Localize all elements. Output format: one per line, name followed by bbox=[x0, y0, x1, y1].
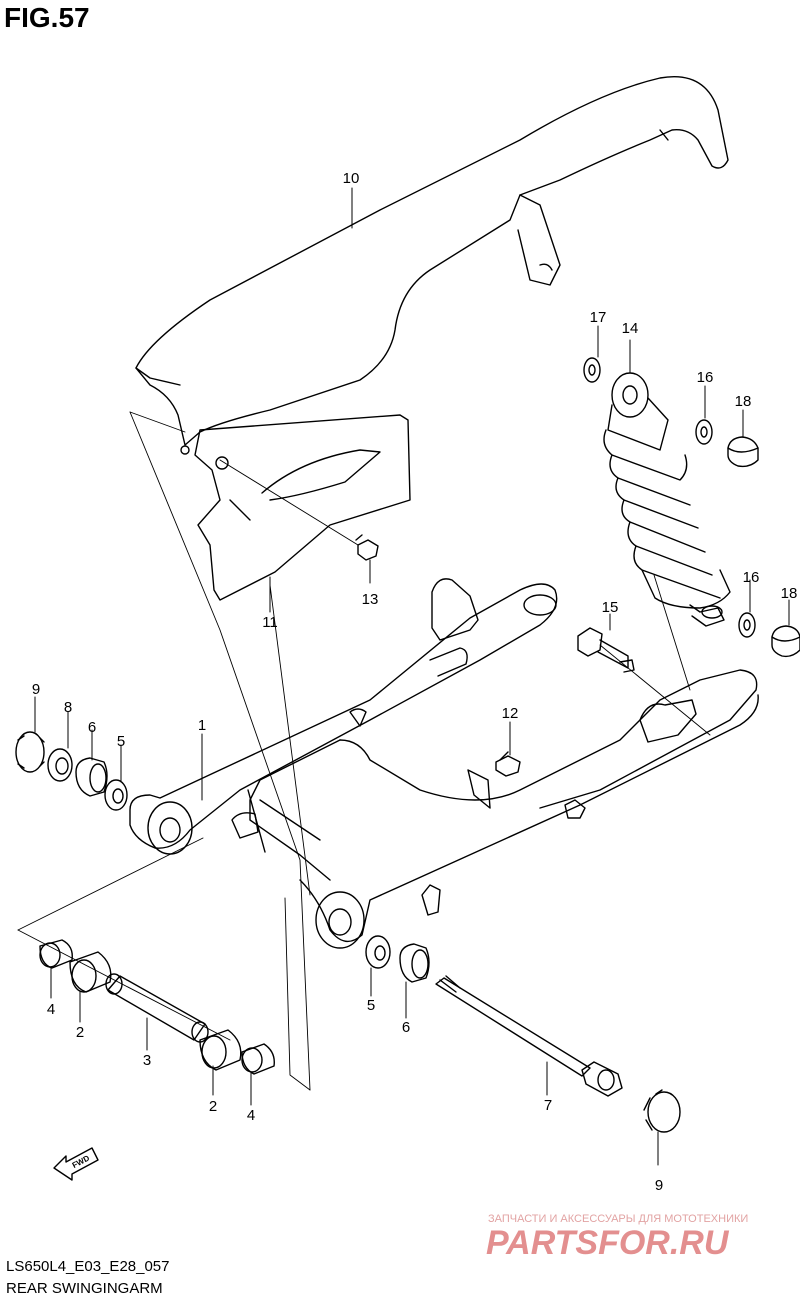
part-14-shock-absorber bbox=[603, 372, 731, 627]
part-4-spacer-left bbox=[39, 939, 73, 969]
callout-2-right: 2 bbox=[209, 1098, 217, 1115]
callout-5-left: 5 bbox=[117, 733, 125, 750]
part-10-chain-case bbox=[135, 76, 729, 446]
callout-9-left: 9 bbox=[32, 681, 40, 698]
callout-7: 7 bbox=[544, 1097, 552, 1114]
fwd-arrow-icon: FWD bbox=[53, 1147, 99, 1181]
part-9-cap-left bbox=[15, 731, 45, 773]
callout-14: 14 bbox=[622, 320, 639, 337]
part-18-cap-nut-upper bbox=[727, 436, 759, 468]
part-2-bearing-left bbox=[69, 951, 112, 993]
part-16-washer-lower bbox=[738, 612, 756, 638]
part-12-bolt bbox=[495, 751, 521, 777]
watermark: ЗАПЧАСТИ И АКСЕССУАРЫ ДЛЯ МОТОТЕХНИКИ PA… bbox=[486, 1213, 748, 1262]
callout-3: 3 bbox=[143, 1052, 151, 1069]
part-2-bearing-right bbox=[199, 1029, 242, 1071]
callout-4-left: 4 bbox=[47, 1001, 55, 1018]
callout-6-left: 6 bbox=[88, 719, 96, 736]
part-11-chain-cover bbox=[180, 414, 411, 601]
callout-2-left: 2 bbox=[76, 1024, 84, 1041]
part-3-pipe bbox=[105, 973, 209, 1043]
figure-name: REAR SWINGINGARM bbox=[6, 1280, 163, 1297]
part-6-spacer-right bbox=[399, 943, 430, 983]
callout-18-upper: 18 bbox=[735, 393, 752, 410]
part-1-swinging-arm bbox=[129, 578, 759, 949]
leader-lines bbox=[34, 187, 790, 1166]
part-9-cap-right bbox=[643, 1089, 681, 1133]
callout-18-lower: 18 bbox=[781, 585, 798, 602]
callout-11: 11 bbox=[262, 614, 278, 631]
figure-title: FIG.57 bbox=[4, 2, 90, 33]
part-6-spacer-left bbox=[75, 757, 108, 797]
callout-8: 8 bbox=[64, 699, 72, 716]
part-4-spacer-right bbox=[241, 1043, 275, 1075]
part-16-washer-upper bbox=[695, 419, 713, 445]
part-5-washer-right bbox=[365, 935, 391, 969]
callout-9-right: 9 bbox=[655, 1177, 663, 1194]
part-18-cap-nut-lower bbox=[771, 625, 800, 658]
figure-code: LS650L4_E03_E28_057 bbox=[6, 1258, 170, 1275]
callout-4-right: 4 bbox=[247, 1107, 255, 1124]
part-13-bolt bbox=[355, 534, 379, 561]
part-5-washer-left bbox=[104, 779, 128, 811]
part-15-bolt bbox=[577, 627, 635, 673]
callout-12: 12 bbox=[502, 705, 519, 722]
callout-16-upper: 16 bbox=[697, 369, 714, 386]
part-7-pivot-shaft bbox=[435, 975, 623, 1097]
callout-10: 10 bbox=[343, 170, 360, 187]
callout-5-right: 5 bbox=[367, 997, 375, 1014]
part-8-seal bbox=[47, 748, 73, 782]
callout-1: 1 bbox=[198, 717, 206, 734]
callout-15: 15 bbox=[602, 599, 619, 616]
callout-16-lower: 16 bbox=[743, 569, 760, 586]
callout-17: 17 bbox=[590, 309, 607, 326]
watermark-subtitle: ЗАПЧАСТИ И АКСЕССУАРЫ ДЛЯ МОТОТЕХНИКИ bbox=[488, 1213, 748, 1225]
watermark-brand: PARTSFOR.RU bbox=[486, 1224, 730, 1262]
callout-13: 13 bbox=[362, 591, 379, 608]
callout-6-right: 6 bbox=[402, 1019, 410, 1036]
part-17-washer bbox=[583, 357, 601, 383]
